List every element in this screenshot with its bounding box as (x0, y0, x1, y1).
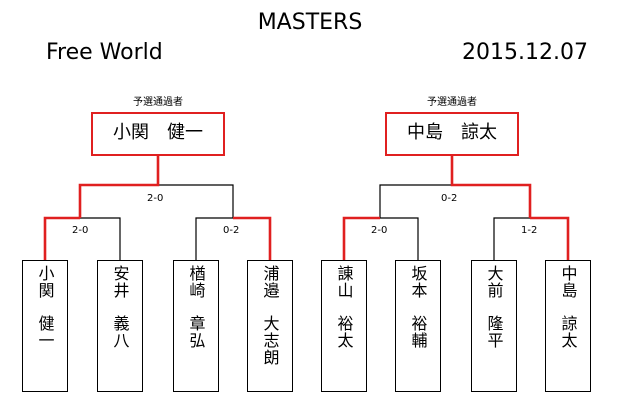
player-surname: 中島 (558, 265, 578, 299)
line-semi2-loser (195, 217, 233, 260)
event-name: Free World (46, 40, 163, 65)
line-semi1-winner (43, 216, 80, 260)
final-score-right: 0-2 (441, 193, 458, 204)
player-surname: 坂本 (408, 265, 428, 299)
player-box-8: 中島 諒太 (545, 260, 591, 392)
line-final-right-loser (379, 184, 452, 218)
line-semi1-loser (80, 217, 121, 260)
player-box-3: 楢崎 章弘 (173, 260, 219, 392)
player-box-6: 坂本 裕輔 (395, 260, 441, 392)
line-final-left-winner (78, 156, 160, 218)
line-semi4-loser (493, 217, 530, 260)
player-box-2: 安井 義八 (97, 260, 143, 392)
player-given-name: 隆平 (484, 315, 504, 349)
line-final-left-loser (158, 184, 234, 218)
line-semi3-winner (342, 216, 380, 260)
left-bracket-lines (43, 156, 272, 260)
player-given-name: 諒太 (558, 315, 578, 349)
player-box-4: 浦邉 大志朗 (247, 260, 293, 392)
player-given-name: 裕輔 (408, 315, 428, 349)
right-bracket-lines (342, 156, 570, 260)
player-given-name: 裕太 (334, 315, 354, 349)
winner-box-right: 中島 諒太 (385, 112, 519, 156)
semi-score-4: 1-2 (521, 225, 538, 236)
event-date: 2015.12.07 (462, 40, 588, 65)
semi-score-3: 2-0 (371, 225, 388, 236)
winner-box-left: 小関 健一 (91, 112, 225, 156)
semi-score-2: 0-2 (223, 225, 240, 236)
semi-score-1: 2-0 (72, 225, 89, 236)
player-given-name: 義八 (110, 315, 130, 349)
player-surname: 楢崎 (186, 265, 206, 299)
qualifier-label-left: 予選通過者 (133, 97, 183, 108)
player-box-5: 諌山 裕太 (321, 260, 367, 392)
qualifier-label-right: 予選通過者 (427, 97, 477, 108)
player-surname: 諌山 (334, 265, 354, 299)
tournament-title: MASTERS (257, 10, 363, 35)
player-given-name: 健一 (35, 315, 55, 349)
player-given-name: 大志朗 (260, 315, 280, 366)
line-semi2-winner (233, 216, 272, 260)
player-box-7: 大前 隆平 (471, 260, 517, 392)
player-box-1: 小関 健一 (22, 260, 68, 392)
player-given-name: 章弘 (186, 315, 206, 349)
final-score-left: 2-0 (147, 193, 164, 204)
line-final-right-winner (450, 156, 532, 218)
line-semi3-loser (380, 217, 419, 260)
player-surname: 安井 (110, 265, 130, 299)
player-surname: 浦邉 (260, 265, 280, 299)
player-surname: 小関 (35, 265, 55, 299)
player-surname: 大前 (484, 265, 504, 299)
line-semi4-winner (530, 216, 570, 260)
